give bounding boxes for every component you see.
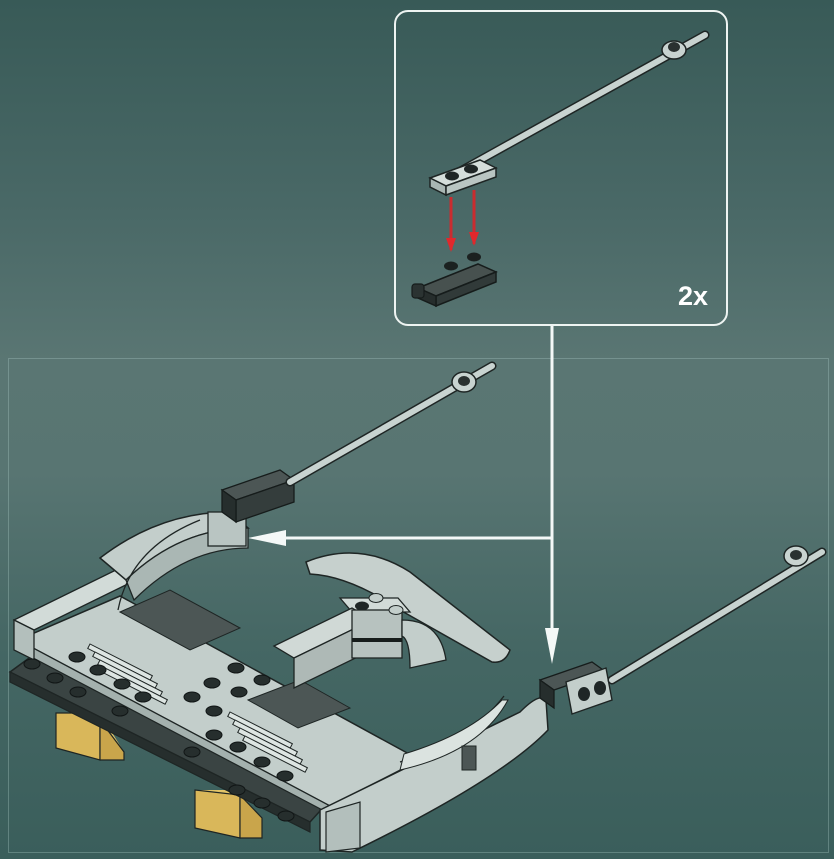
callout-dark-plate-part [411,252,498,308]
right-rod-assembly [538,545,827,715]
right-curved-arm [319,695,549,853]
callout-rod-part [428,30,710,197]
callout-assembly-arrows [446,190,479,252]
callout-box: 2x [394,10,728,326]
main-body-plates [12,567,422,822]
quantity-multiplier: 2x [677,281,708,311]
center-tail-piece [272,552,511,690]
callout-connector [248,326,559,664]
main-assembly-frame [8,358,829,853]
left-rod-assembly [220,361,497,524]
